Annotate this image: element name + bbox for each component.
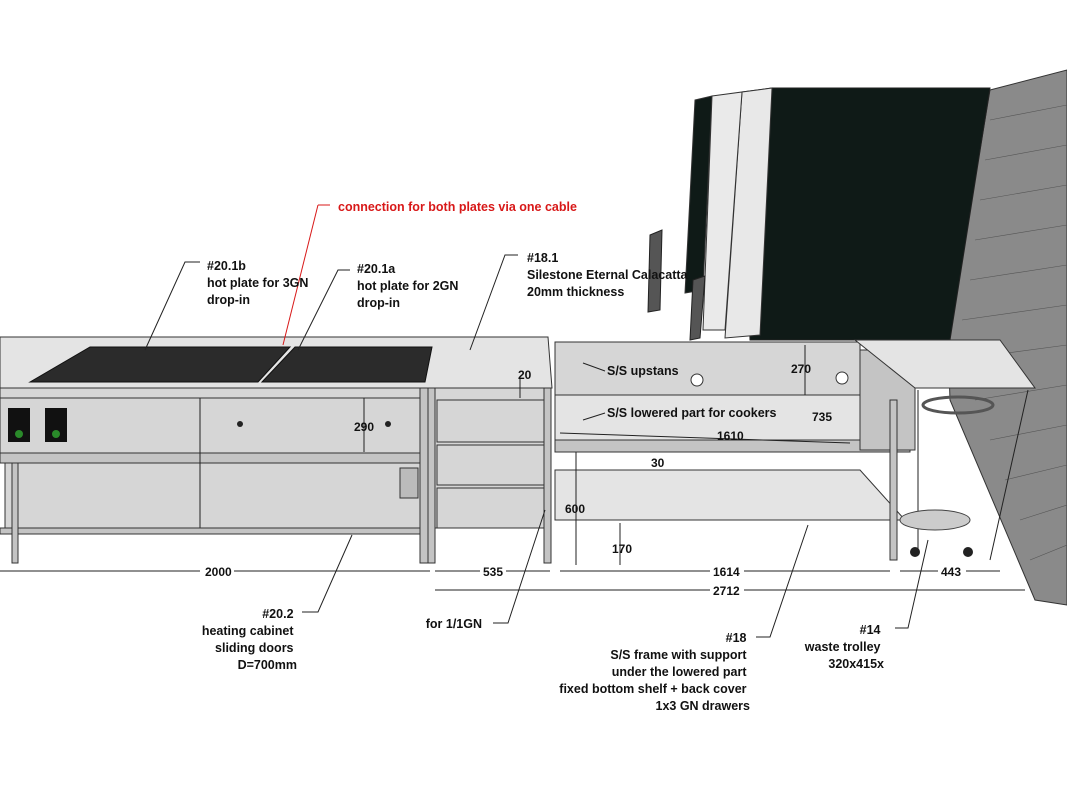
upstand-label: S/S upstans (607, 364, 679, 378)
hot-plate-counter (0, 336, 553, 564)
dark-wall-board (647, 87, 991, 341)
hot-plate-2gn-label: #20.1a hot plate for 2GN drop-in (357, 262, 462, 310)
dim-443: 443 (941, 565, 961, 579)
hot-plate-2gn (260, 346, 433, 383)
countertop-label: #18.1 Silestone Eternal Calacatta 20mm t… (527, 251, 691, 299)
dim-2000: 2000 (205, 565, 232, 579)
dim-735: 735 (812, 410, 832, 424)
dim-270: 270 (791, 362, 811, 376)
dim-30: 30 (651, 456, 665, 470)
heating-cabinet-label: #20.2 heating cabinet sliding doors D=70… (202, 607, 297, 672)
lowered-cooker-section (554, 341, 916, 561)
dim-20: 20 (518, 368, 532, 382)
dim-290: 290 (354, 420, 374, 434)
dim-1610: 1610 (717, 429, 744, 443)
waste-trolley-label: #14 waste trolley 320x415x (804, 623, 884, 671)
waste-trolley (853, 339, 1036, 561)
dim-2712: 2712 (713, 584, 740, 598)
gn-drawer-label: for 1/1GN (426, 617, 482, 631)
drawer-unit (427, 387, 552, 564)
hot-plate-3gn-label: #20.1b hot plate for 3GN drop-in (207, 259, 312, 307)
dim-600: 600 (565, 502, 585, 516)
leader-lines (144, 204, 929, 638)
dim-535: 535 (483, 565, 503, 579)
dimension-values: 2000 535 1614 443 2712 1610 30 600 170 2… (200, 362, 966, 598)
connection-note: connection for both plates via one cable (338, 200, 577, 214)
hot-plate-3gn (28, 346, 292, 383)
dim-1614: 1614 (713, 565, 740, 579)
frame-label: #18 S/S frame with support under the low… (559, 631, 750, 713)
dim-170: 170 (612, 542, 632, 556)
lowered-part-label: S/S lowered part for cookers (607, 406, 777, 420)
